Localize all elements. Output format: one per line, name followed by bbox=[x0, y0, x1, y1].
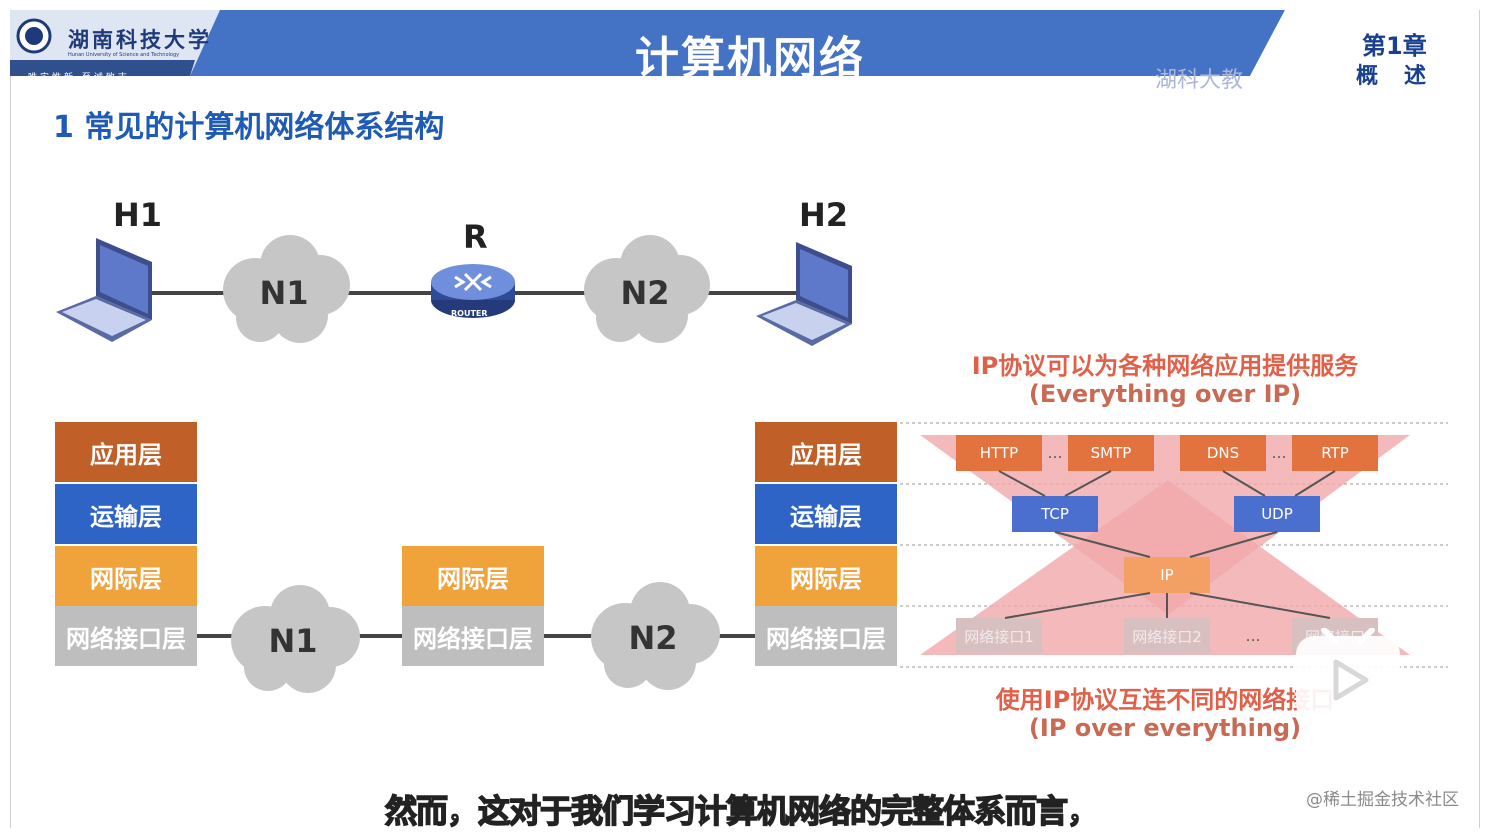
router-internet-layer: 网际层 bbox=[402, 546, 544, 606]
router-r-label: R bbox=[463, 218, 488, 256]
proto-http: HTTP bbox=[956, 435, 1042, 471]
ip-over-everything-sub: (IP over everything) bbox=[1028, 714, 1302, 742]
ip-over-everything-title: 使用IP协议互连不同的网络接口 bbox=[995, 686, 1335, 714]
proto-ip: IP bbox=[1124, 557, 1210, 593]
h1-application-layer: 应用层 bbox=[55, 422, 197, 482]
header-watermark: 湖科大教 bbox=[1155, 68, 1244, 93]
chapter-name: 概述 bbox=[1356, 64, 1453, 89]
h2-transport-layer: 运输层 bbox=[755, 484, 897, 544]
proto-ellipsis-1: … bbox=[1047, 444, 1063, 462]
chapter-number: 第1章 bbox=[1362, 32, 1427, 60]
play-icon[interactable] bbox=[1294, 627, 1402, 724]
h2-internet-layer: 网际层 bbox=[755, 546, 897, 606]
cloud-n2-label: N2 bbox=[620, 274, 670, 312]
router-icon bbox=[431, 264, 515, 318]
cloud-n1-label: N1 bbox=[259, 274, 309, 312]
h2-link-layer: 网络接口层 bbox=[755, 606, 897, 666]
laptop-h1-icon bbox=[56, 238, 152, 342]
proto-interface-2: 网络接口2 bbox=[1124, 618, 1210, 654]
everything-over-ip-title: IP协议可以为各种网络应用提供服务 bbox=[971, 352, 1359, 380]
proto-rtp: RTP bbox=[1292, 435, 1378, 471]
h1-internet-layer: 网际层 bbox=[55, 546, 197, 606]
router-link-layer: 网络接口层 bbox=[402, 606, 544, 666]
stack-cloud-n1-label: N1 bbox=[268, 622, 318, 660]
proto-interface-1: 网络接口1 bbox=[956, 618, 1042, 654]
slide-main-title: 计算机网络 bbox=[635, 33, 865, 84]
router-caption: ROUTER bbox=[451, 309, 488, 318]
cloud-n1-top-icon bbox=[223, 235, 350, 343]
slide-header: 湖南科技大学 Hunan University of Science and T… bbox=[10, 10, 1478, 93]
laptop-h2-icon bbox=[756, 242, 852, 346]
proto-udp: UDP bbox=[1234, 496, 1320, 532]
site-watermark: @稀土掘金技术社区 bbox=[1306, 790, 1459, 810]
everything-over-ip-sub: (Everything over IP) bbox=[1028, 380, 1302, 408]
host-h2-label: H2 bbox=[799, 196, 849, 234]
school-name-en: Hunan University of Science and Technolo… bbox=[68, 52, 180, 58]
host-h1-label: H1 bbox=[113, 196, 163, 234]
proto-interface-ellipsis: … bbox=[1245, 627, 1261, 645]
cloud-n1-bottom-icon bbox=[231, 585, 360, 693]
slide-frame bbox=[10, 10, 1480, 828]
cloud-n2-top-icon bbox=[584, 235, 710, 343]
proto-ellipsis-2: … bbox=[1271, 444, 1287, 462]
h2-application-layer: 应用层 bbox=[755, 422, 897, 482]
video-subtitle: 然而，这对于我们学习计算机网络的完整体系而言， bbox=[384, 791, 1100, 831]
school-motto: 唯实惟新 至诚致志 bbox=[28, 73, 130, 83]
proto-dns: DNS bbox=[1180, 435, 1266, 471]
h1-transport-layer: 运输层 bbox=[55, 484, 197, 544]
school-name: 湖南科技大学 bbox=[68, 27, 212, 52]
cloud-n2-bottom-icon bbox=[591, 582, 720, 690]
proto-smtp: SMTP bbox=[1068, 435, 1154, 471]
h1-link-layer: 网络接口层 bbox=[55, 606, 197, 666]
proto-tcp: TCP bbox=[1012, 496, 1098, 532]
stack-cloud-n2-label: N2 bbox=[628, 619, 678, 657]
section-title: 1 常见的计算机网络体系结构 bbox=[53, 110, 445, 145]
header-background bbox=[10, 10, 1478, 76]
